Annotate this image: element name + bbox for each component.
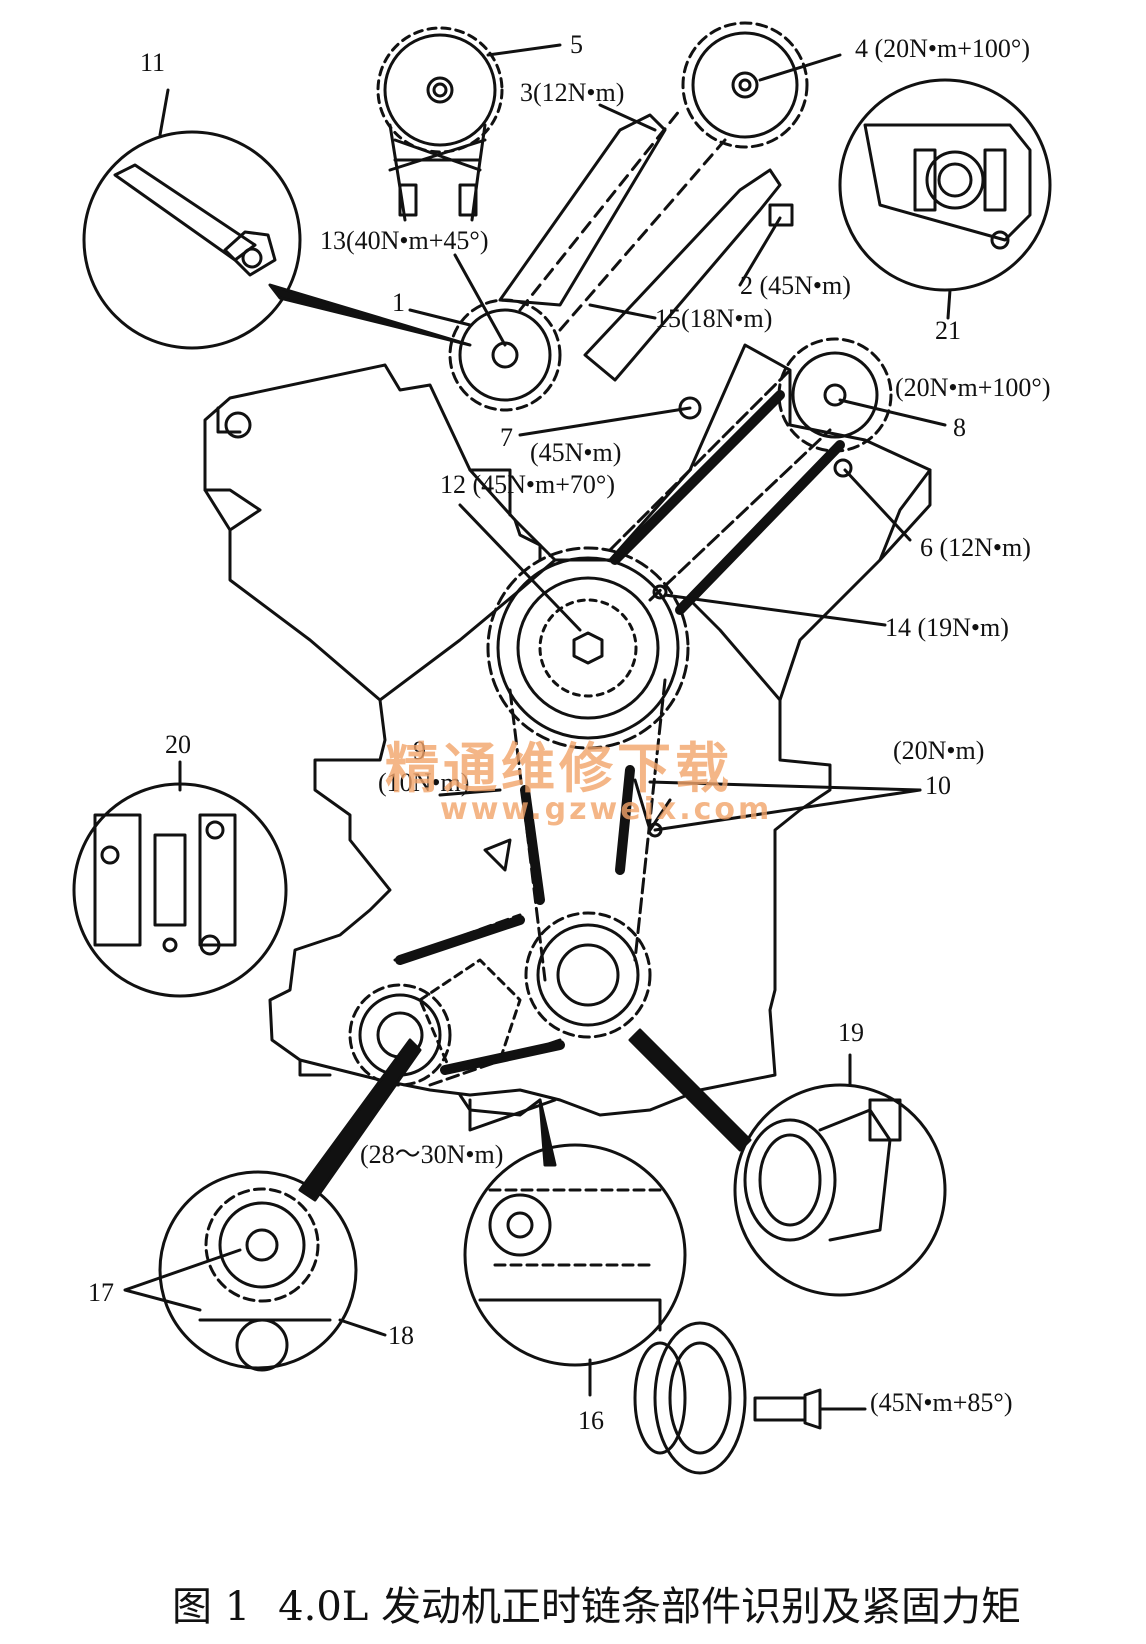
leader-6 <box>843 468 912 542</box>
label-16: 16 <box>578 1406 604 1435</box>
leader-12 <box>458 503 582 632</box>
label-7: 7 <box>500 423 513 452</box>
leader-3 <box>598 103 657 132</box>
cam-sprocket-right <box>681 21 809 149</box>
label-5: 5 <box>570 30 583 59</box>
label-3: 3(12N•m) <box>520 78 625 107</box>
leader-10a <box>648 780 922 792</box>
label-8: 8 <box>953 413 966 442</box>
label-17: 17 <box>88 1278 114 1307</box>
label-9: 9 <box>413 736 426 765</box>
label-1: 1 <box>392 288 405 317</box>
figure-caption: 图 1 4.0L 发动机正时链条部件识别及紧固力矩 <box>172 1574 1049 1632</box>
leader-14 <box>663 593 887 627</box>
label-10: 10 <box>925 771 951 800</box>
leader-8 <box>838 398 947 427</box>
label-2: 2 (45N•m) <box>740 271 851 300</box>
detail-21-bearing-cap <box>838 78 1052 320</box>
label-18: 18 <box>388 1321 414 1350</box>
detail-20-main-bearing <box>72 760 288 998</box>
detail-16-oil-pump <box>463 1098 687 1397</box>
leader-9 <box>438 788 502 797</box>
leader-5 <box>486 43 562 57</box>
leader-7 <box>518 406 692 437</box>
detail-11-tool <box>82 88 472 350</box>
leader-15 <box>588 303 657 320</box>
detail-17-sprocket <box>123 1038 422 1372</box>
leader-1 <box>408 308 472 327</box>
watermark-text: 精通维修下载 <box>385 737 733 800</box>
leader-13 <box>453 253 507 347</box>
label-19: 19 <box>838 1018 864 1047</box>
label-8-torque: (20N•m+100°) <box>895 373 1051 402</box>
chain-guide-3 <box>498 113 667 307</box>
leader-2 <box>738 216 782 287</box>
idler-sprocket-13 <box>448 298 562 412</box>
label-bolt-torque: (45N•m+85°) <box>870 1388 1013 1417</box>
label-20: 20 <box>165 730 191 759</box>
label-oil-pump-torque: (28～30N•m) <box>360 1140 504 1169</box>
figure-title: 4.0L 发动机正时链条部件识别及紧固力矩 <box>278 1584 1022 1630</box>
watermark-url: www.gzweix.com <box>440 792 773 827</box>
tensioner-arm-2 <box>583 168 782 382</box>
label-10-torque: (20N•m) <box>893 736 985 765</box>
label-21: 21 <box>935 316 961 345</box>
cam-sprocket-left-detail <box>376 26 504 222</box>
crankshaft-damper-bolt <box>633 1321 867 1475</box>
label-4: 4 (20N•m+100°) <box>855 34 1030 63</box>
label-12: 12 (45N•m+70°) <box>440 470 615 499</box>
label-7-torque: (45N•m) <box>530 438 622 467</box>
label-6: 6 (12N•m) <box>920 533 1031 562</box>
label-9-torque: (10N•m) <box>378 768 470 797</box>
label-11: 11 <box>140 48 166 77</box>
label-13: 13(40N•m+45°) <box>320 226 489 255</box>
crank-sprocket <box>524 911 652 1039</box>
leader-10b <box>653 788 922 832</box>
oil-pump-drive <box>348 913 565 1117</box>
label-14: 14 (19N•m) <box>885 613 1009 642</box>
label-15: 15(18N•m) <box>655 304 773 333</box>
leader-4 <box>758 53 842 82</box>
detail-19-front-seal <box>628 1028 947 1297</box>
intermediate-sprocket-12 <box>486 546 690 750</box>
figure-number: 图 1 <box>172 1584 251 1630</box>
